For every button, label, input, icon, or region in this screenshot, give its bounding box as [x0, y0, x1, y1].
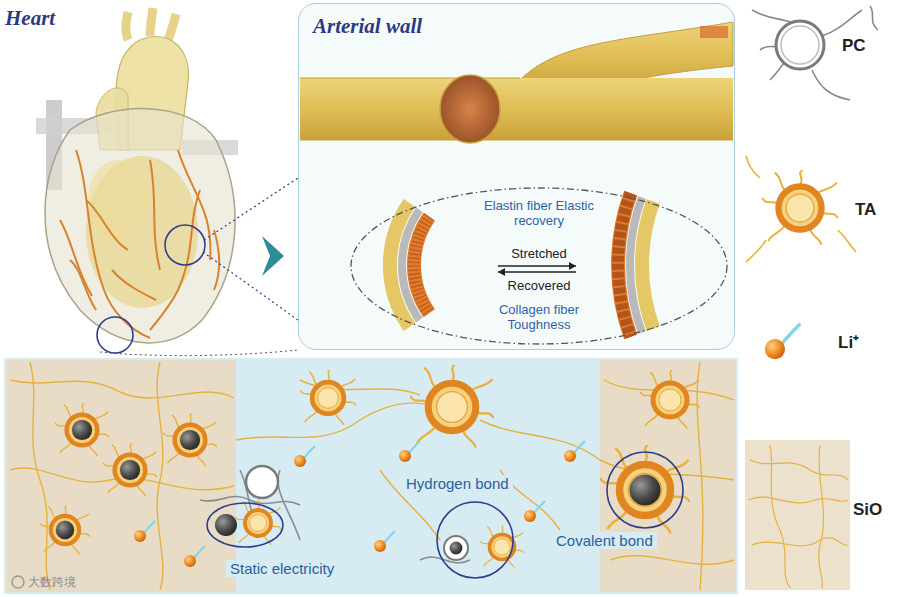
interaction-label: Hydrogen bond — [402, 475, 513, 492]
state-label: Recovered — [484, 278, 594, 294]
state-label: Stretched — [484, 246, 594, 262]
panel-title: Arterial wall — [313, 14, 422, 39]
component-label: Li⁺ — [838, 330, 859, 353]
component-label: PC — [842, 36, 866, 56]
interaction-label: Covalent bond — [552, 532, 657, 549]
watermark: 大数跨境 — [28, 574, 76, 591]
interaction-label: Static electricity — [226, 560, 338, 577]
fiber-label: Elastin fiber Elastic recovery — [484, 198, 594, 228]
component-label: SiO — [853, 500, 882, 520]
figure-title: Heart — [5, 6, 55, 31]
zoom-ellipse: Elastin fiber Elastic recoveryStretchedR… — [349, 186, 729, 346]
fiber-label: Collagen fiber Toughness — [484, 302, 594, 332]
component-label: TA — [855, 200, 876, 220]
zoom-panel: Arterial wallElastin fiber Elastic recov… — [298, 3, 735, 350]
